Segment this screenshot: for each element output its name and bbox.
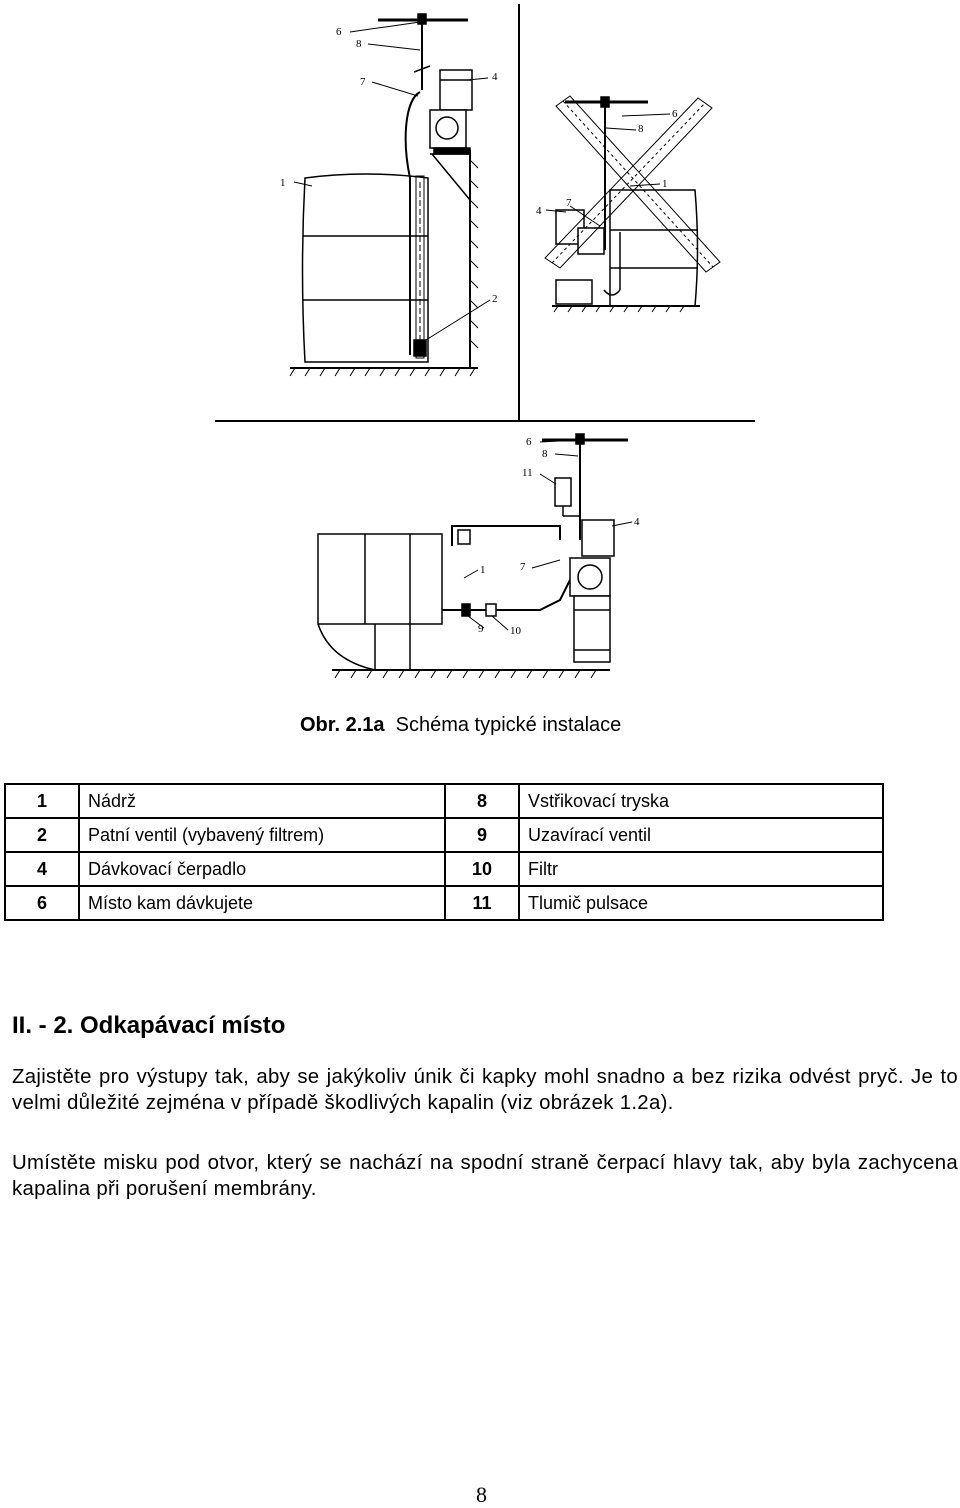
callout-label: 7 xyxy=(520,561,526,573)
table-row: 2 Patní ventil (vybavený filtrem) 9 Uzav… xyxy=(4,817,884,853)
callout-label: 4 xyxy=(492,71,498,83)
callout-label: 4 xyxy=(634,516,640,528)
caption-prefix: Obr. 2.1a xyxy=(300,714,385,736)
paragraph: Zajistěte pro výstupy tak, aby se jakýko… xyxy=(12,1066,958,1114)
callout-label: 1 xyxy=(280,177,286,189)
legend-label: Místo kam dávkujete xyxy=(78,885,446,921)
callout-label: 8 xyxy=(638,123,644,135)
callout-label: 7 xyxy=(360,76,366,88)
page-number: 8 xyxy=(476,1482,487,1507)
legend-number: 2 xyxy=(4,817,80,853)
callout-label: 11 xyxy=(522,467,533,479)
legend-number: 1 xyxy=(4,783,80,819)
callout-label: 8 xyxy=(356,38,362,50)
panel-top-left: 6 8 7 4 1 2 xyxy=(280,13,498,377)
legend-table: 1 Nádrž 8 Vstřikovací tryska 2 Patní ven… xyxy=(4,783,884,921)
legend-label: Dávkovací čerpadlo xyxy=(78,851,446,887)
table-row: 6 Místo kam dávkujete 11 Tlumič pulsace xyxy=(4,885,884,921)
legend-number: 11 xyxy=(444,885,520,921)
callout-label: 1 xyxy=(662,178,668,190)
legend-label: Patní ventil (vybavený filtrem) xyxy=(78,817,446,853)
legend-number: 10 xyxy=(444,851,520,887)
section-heading: II. - 2. Odkapávací místo xyxy=(12,1012,286,1039)
panel-bottom: 6 8 11 4 1 7 9 10 xyxy=(317,433,640,679)
legend-number: 6 xyxy=(4,885,80,921)
figure-caption: Obr. 2.1a Schéma typické instalace xyxy=(300,714,621,737)
callout-label: 1 xyxy=(480,564,486,576)
installation-schematic: 6 8 7 4 1 2 xyxy=(215,4,755,679)
caption-text: Schéma typické instalace xyxy=(395,714,622,736)
callout-label: 8 xyxy=(542,448,548,460)
callout-label: 10 xyxy=(510,625,522,637)
callout-label: 6 xyxy=(336,26,342,38)
legend-number: 9 xyxy=(444,817,520,853)
callout-label: 4 xyxy=(536,205,542,217)
legend-number: 8 xyxy=(444,783,520,819)
legend-number: 4 xyxy=(4,851,80,887)
legend-label: Filtr xyxy=(518,851,884,887)
callout-label: 7 xyxy=(566,197,572,209)
paragraph: Umístěte misku pod otvor, který se nachá… xyxy=(12,1152,958,1200)
callout-label: 9 xyxy=(478,623,484,635)
panel-top-right: 6 8 1 7 4 xyxy=(536,95,721,313)
callout-label: 6 xyxy=(526,436,532,448)
legend-label: Nádrž xyxy=(78,783,446,819)
callout-label: 6 xyxy=(672,108,678,120)
legend-label: Vstřikovací tryska xyxy=(518,783,884,819)
legend-label: Tlumič pulsace xyxy=(518,885,884,921)
callout-label: 2 xyxy=(492,293,498,305)
table-row: 1 Nádrž 8 Vstřikovací tryska xyxy=(4,783,884,819)
table-row: 4 Dávkovací čerpadlo 10 Filtr xyxy=(4,851,884,887)
legend-label: Uzavírací ventil xyxy=(518,817,884,853)
